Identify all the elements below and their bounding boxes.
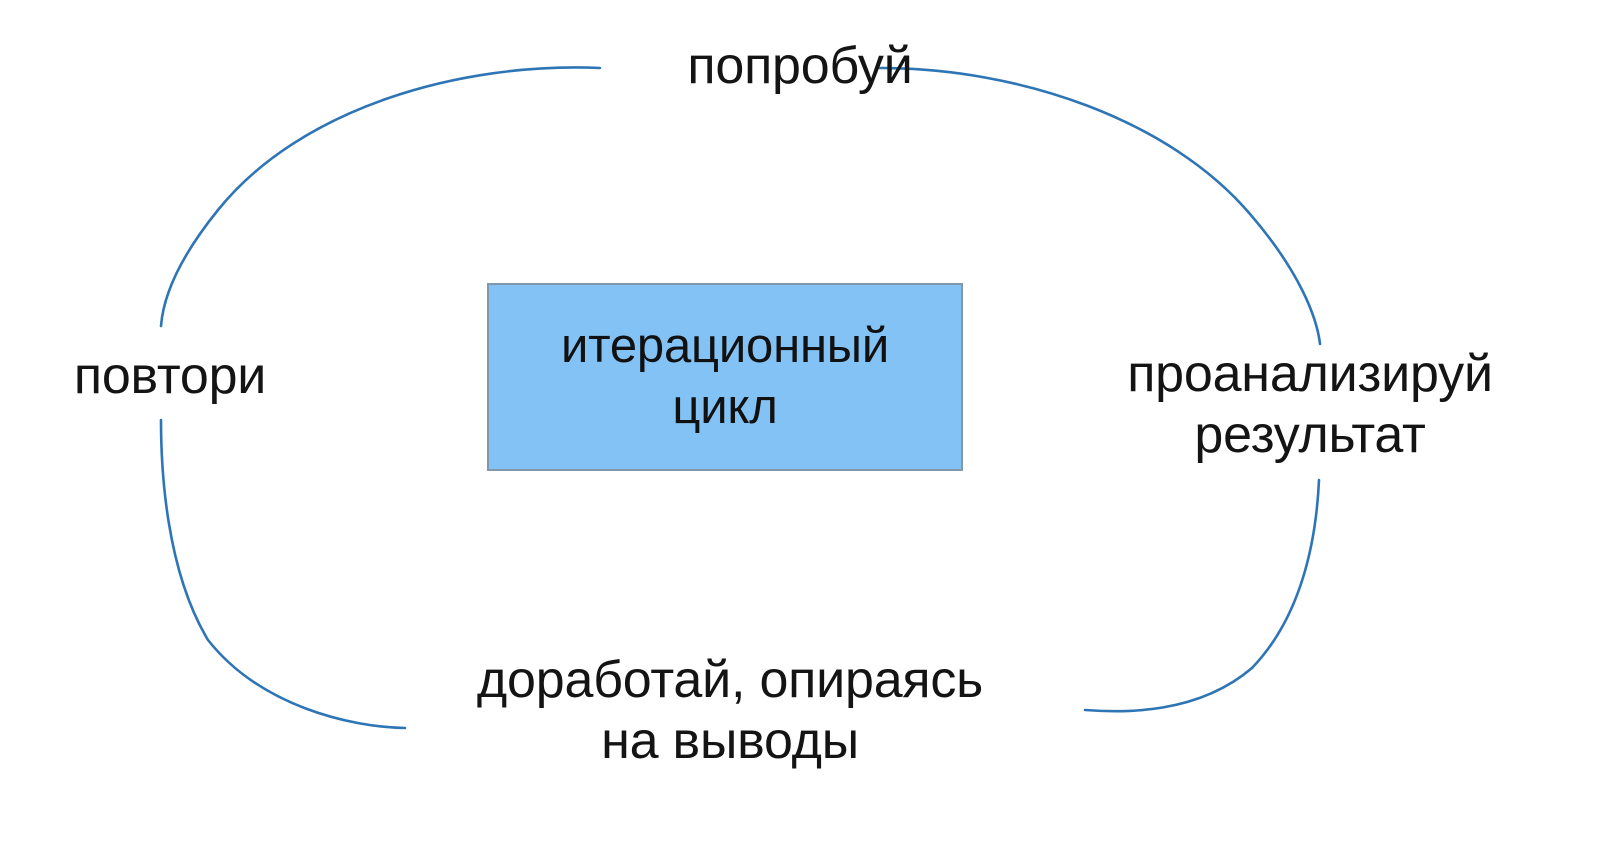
arc-segment-top-left	[159, 66, 602, 328]
cycle-step-label-left: повтори	[73, 347, 267, 405]
center-node-label: итерационный цикл	[560, 319, 889, 434]
cycle-step-label-right: проанализируй результат	[1127, 345, 1493, 465]
arc-segment-bottom-left	[159, 418, 407, 730]
cycle-step-label-top: попробуй	[687, 37, 913, 95]
arc-segment-top-right	[878, 66, 1322, 346]
cycle-step-label-bottom: доработай, опираясь на выводы	[476, 651, 984, 771]
arc-segment-bottom-right	[1083, 478, 1321, 713]
center-node-box: итерационный цикл	[487, 283, 963, 471]
